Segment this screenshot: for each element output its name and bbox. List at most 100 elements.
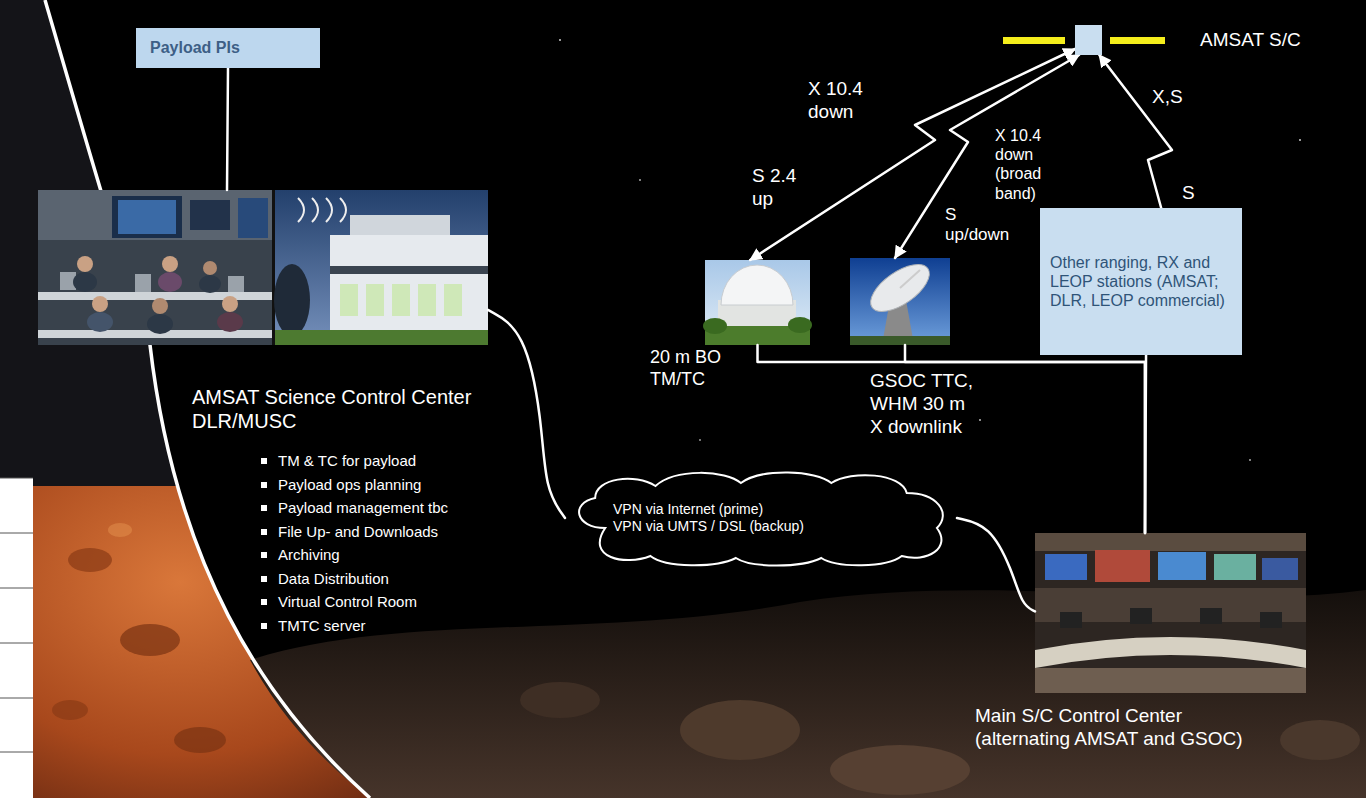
ground-stations-box: Other ranging, RX and LEOP stations (AMS…: [1040, 208, 1242, 355]
lawn: [275, 330, 488, 345]
dish-station-node: GSOC TTC, WHM 30 m X downlink: [850, 258, 950, 345]
person: [92, 296, 108, 312]
person: [222, 296, 238, 312]
dome-station-photo: [703, 260, 812, 345]
rock: [830, 745, 970, 795]
solar-panel: [1003, 37, 1065, 44]
bullet-item: File Up- and Downloads: [258, 523, 518, 541]
antenna-dish: [863, 255, 937, 320]
label-holder: Data Distribution: [258, 570, 518, 588]
link-line: [957, 518, 1035, 611]
person: [203, 261, 217, 275]
person: [147, 314, 173, 334]
link-line: [1099, 55, 1172, 208]
wall-screen: [112, 196, 182, 238]
trees: [788, 317, 812, 333]
link-label: X,S: [1152, 86, 1202, 109]
lit-window: [366, 284, 384, 316]
console: [1200, 608, 1222, 624]
person: [87, 312, 113, 332]
node-caption: GSOC TTC, WHM 30 m X downlink: [870, 370, 982, 438]
label-holder: Archiving: [258, 546, 518, 564]
bullet-item: Payload ops planning: [258, 476, 518, 494]
rock: [680, 700, 800, 760]
building: [330, 235, 488, 330]
solar-panel: [1110, 37, 1165, 44]
cloud-outline: [579, 472, 943, 565]
building-band: [330, 266, 488, 274]
evening-sky: [275, 190, 488, 345]
caption-holder: 20 m BO TM/TC: [650, 347, 730, 390]
main-control-photo: [1035, 533, 1306, 693]
stars: [19, 39, 1301, 461]
wall-screen: [1262, 558, 1298, 580]
bullet-item: Payload management tbc: [258, 499, 518, 517]
text-area: Other ranging, RX and LEOP stations (AMS…: [1040, 208, 1242, 310]
floor: [1035, 668, 1306, 693]
network-text: VPN via UMTS / DSL (backup): [613, 518, 909, 535]
crater: [174, 727, 226, 753]
room: [1035, 533, 1306, 693]
monitor: [135, 274, 151, 292]
table-line: [0, 533, 33, 534]
box-text: Payload PIs: [150, 38, 306, 57]
label-holder: TM & TC for payload: [258, 452, 518, 470]
crater: [120, 624, 180, 656]
caption-holder: GSOC TTC, WHM 30 m X downlink: [870, 370, 982, 438]
link-label-holder: X 10.4 down (broad band): [995, 126, 1049, 203]
console: [1130, 608, 1152, 624]
console: [1260, 612, 1282, 628]
caption-holder: AMSAT Science Control Center DLR/MUSC: [192, 385, 492, 433]
person: [73, 272, 97, 292]
wall-screen: [1158, 552, 1206, 580]
wall-screen: [190, 200, 230, 230]
table-line: [0, 588, 33, 589]
star: [699, 439, 701, 441]
star: [1249, 459, 1251, 461]
wall-screen: [118, 200, 176, 234]
payload-box: Payload PIs: [136, 28, 320, 68]
box-text: Other ranging, RX and LEOP stations (AMS…: [1050, 253, 1232, 311]
science-center-photo-node: AMSAT Science Control Center DLR/MUSC: [38, 190, 488, 345]
label-holder: TMTC server: [258, 617, 518, 635]
link-label-holder: X,S: [1152, 86, 1202, 109]
rock: [1280, 720, 1360, 760]
label-holder: S 2.4 up: [752, 165, 812, 211]
crater: [52, 700, 88, 720]
crater: [108, 523, 132, 537]
link-line: [488, 310, 565, 518]
rock: [520, 682, 600, 718]
table-strip: [0, 478, 33, 798]
spacecraft-body: AMSAT S/C: [1075, 25, 1102, 55]
person: [217, 312, 243, 332]
wall-screen: [238, 198, 268, 238]
wall-screen: [1045, 554, 1087, 580]
lit-window: [340, 284, 358, 316]
band-label: S: [1182, 182, 1212, 205]
bullet-item: Virtual Control Room: [258, 593, 518, 611]
crater: [68, 548, 112, 572]
person: [158, 272, 182, 292]
star: [979, 419, 981, 421]
desk: [38, 292, 272, 300]
table-line: [0, 698, 33, 699]
lit-window: [418, 284, 436, 316]
science-center-photo: [38, 190, 488, 345]
link-label: X 10.4 down: [808, 78, 878, 124]
wall-screen: [1095, 550, 1150, 582]
monitor: [228, 276, 244, 292]
bullet-item: Archiving: [258, 546, 518, 564]
console: [1060, 612, 1082, 628]
antenna-feed: [900, 270, 920, 288]
text-area: VPN via Internet (prime)VPN via UMTS / D…: [565, 468, 957, 535]
lamp-arcs: [298, 198, 346, 222]
console-desk: [1035, 637, 1306, 668]
label-holder: Payload ops planning: [258, 476, 518, 494]
star: [559, 39, 561, 41]
label-holder: Virtual Control Room: [258, 593, 518, 611]
bullet-item: TMTC server: [258, 617, 518, 635]
star: [1299, 139, 1301, 141]
wall-screen: [1214, 554, 1256, 580]
